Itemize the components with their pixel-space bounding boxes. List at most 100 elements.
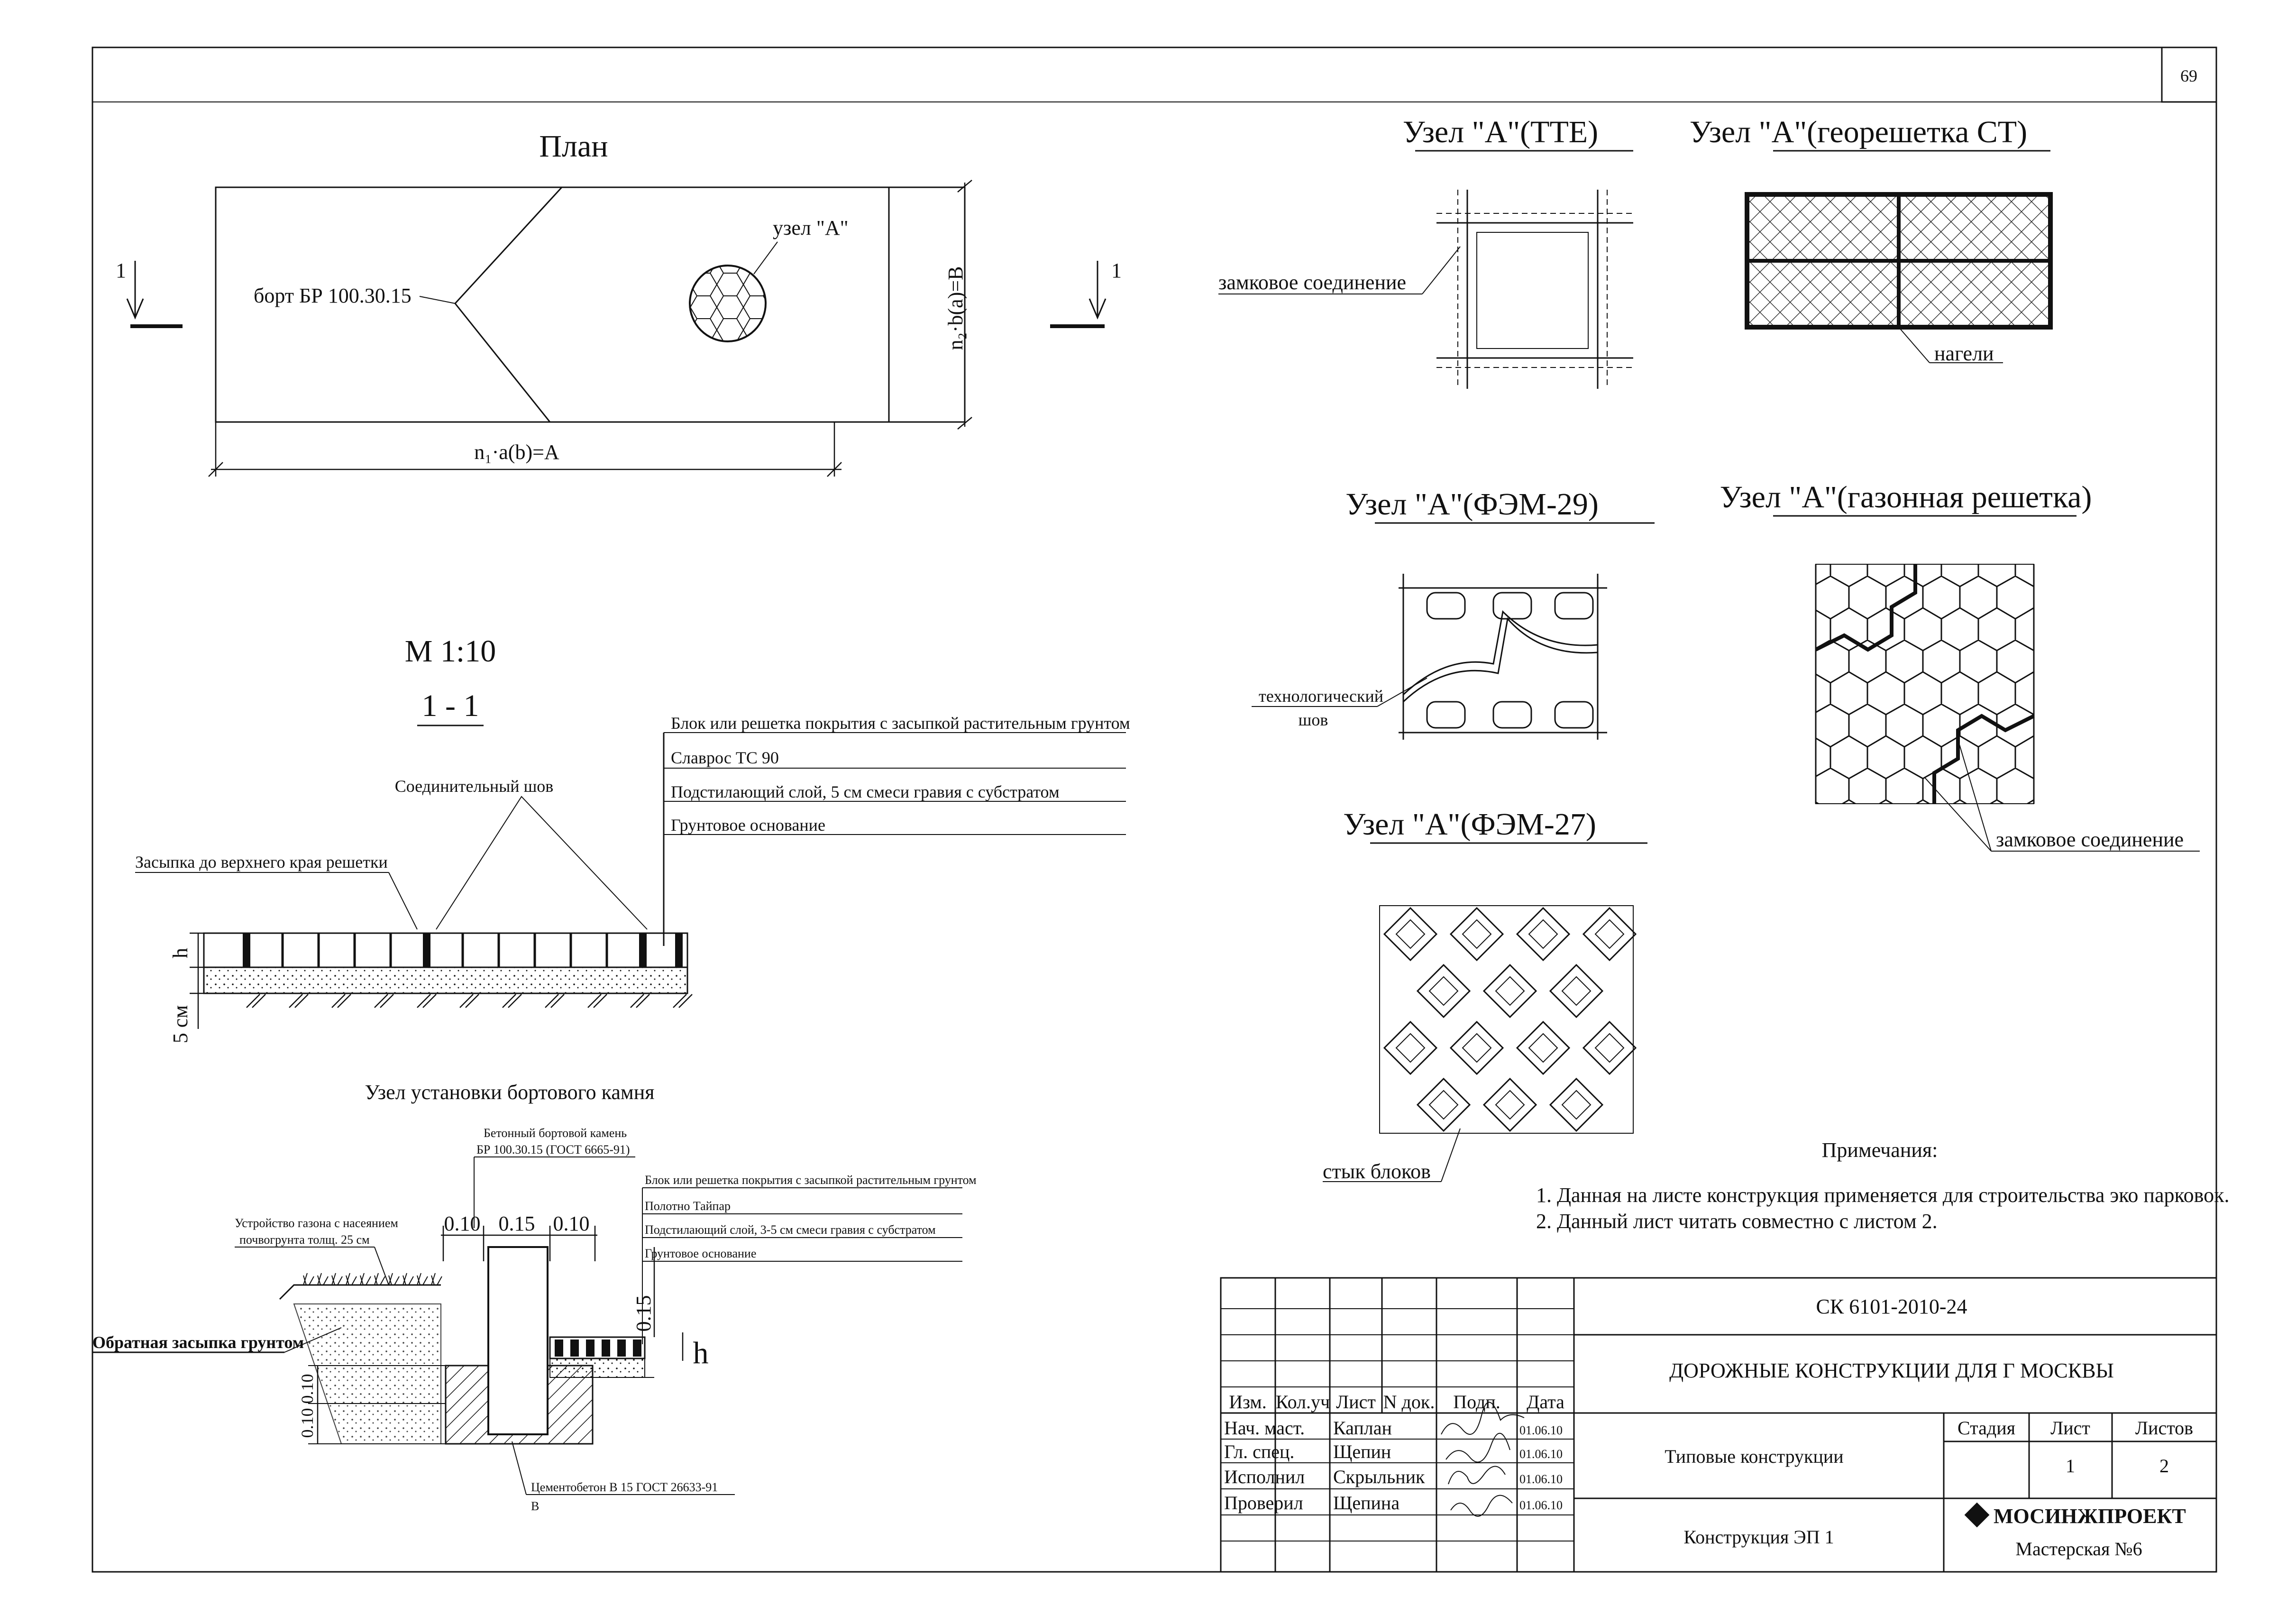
tb-name-3: Щепина bbox=[1333, 1492, 1400, 1514]
lawn-label-2: почвогрунта толщ. 25 см bbox=[239, 1233, 370, 1247]
section-mark-right: 1 bbox=[1050, 259, 1122, 328]
node-fem27: Узел "А"(ФЭМ-27) стык блоков bbox=[1323, 807, 1647, 1183]
tb-name-0: Каплан bbox=[1333, 1417, 1392, 1439]
node-fem29-label-2: шов bbox=[1299, 710, 1328, 729]
dim-010-a: 0.10 bbox=[444, 1212, 481, 1235]
stone-label-1: Бетонный бортовой камень bbox=[484, 1126, 627, 1140]
tb-sheets-header: Листов bbox=[2135, 1417, 2193, 1439]
note-2: 2. Данный лист читать совместно с листом… bbox=[1536, 1210, 1938, 1233]
section-scale: М 1:10 bbox=[405, 634, 496, 669]
node-gazon-label: замковое соединение bbox=[1996, 828, 2184, 851]
tb-sheets: 2 bbox=[2159, 1455, 2169, 1477]
layer-2: Славрос ТС 90 bbox=[671, 748, 779, 767]
fill-label: Засыпка до верхнего края решетки bbox=[135, 853, 388, 872]
dim-010-b: 0.10 bbox=[553, 1212, 590, 1235]
node-geo-label: нагели bbox=[1934, 342, 1994, 365]
dim-5cm: 5 см bbox=[169, 1005, 192, 1043]
tb-role-1: Гл. спец. bbox=[1224, 1441, 1294, 1462]
plan-view: План борт БР 100.30.15 узел "А" n₂·b(a)=… bbox=[116, 129, 1122, 477]
node-fem27-label: стык блоков bbox=[1323, 1160, 1431, 1183]
note-1: 1. Данная на листе конструкция применяет… bbox=[1536, 1184, 2229, 1207]
tb-header-1: Кол.уч bbox=[1276, 1391, 1330, 1413]
tb-date-3: 01.06.10 bbox=[1519, 1498, 1563, 1512]
svg-text:1: 1 bbox=[116, 259, 126, 282]
node-fem29-title: Узел "А"(ФЭМ-29) bbox=[1345, 487, 1599, 522]
concrete-label-1: Цементобетон В 15 ГОСТ 26633-91 bbox=[531, 1480, 718, 1494]
grass-marks bbox=[303, 1273, 442, 1285]
curb-node-title: Узел установки бортового камня bbox=[365, 1081, 655, 1104]
tb-section: Типовые конструкции bbox=[1665, 1446, 1843, 1467]
notes-title: Примечания: bbox=[1822, 1138, 1938, 1162]
concrete-label-2: B bbox=[531, 1499, 539, 1513]
ground-hatch bbox=[246, 994, 693, 1008]
curb-node: Узел установки бортового камня Бетонный … bbox=[92, 1081, 977, 1513]
tb-header-2: Лист bbox=[1336, 1391, 1376, 1413]
grid-cells bbox=[243, 933, 683, 967]
node-tte-title: Узел "А"(ТТЕ) bbox=[1403, 115, 1598, 149]
dim-horizontal: n₁·a(b)=A bbox=[474, 440, 559, 464]
node-fem27-title: Узел "А"(ФЭМ-27) bbox=[1343, 807, 1596, 842]
dim-v-left: 0.10 0.10 bbox=[298, 1374, 317, 1438]
page-number: 69 bbox=[2180, 66, 2197, 85]
signatures bbox=[1441, 1402, 1525, 1517]
tb-header-3: N док. bbox=[1383, 1391, 1435, 1413]
tb-date-1: 01.06.10 bbox=[1519, 1447, 1563, 1461]
layer-4: Грунтовое основание bbox=[671, 816, 825, 835]
tb-sheet: 1 bbox=[2066, 1455, 2075, 1477]
tb-stage-header: Стадия bbox=[1958, 1417, 2015, 1439]
tb-date-2: 01.06.10 bbox=[1519, 1472, 1563, 1486]
tb-role-2: Исполнил bbox=[1224, 1466, 1305, 1487]
svg-text:1: 1 bbox=[1111, 259, 1122, 282]
backfill-label: Обратная засыпка грунтом bbox=[92, 1333, 304, 1352]
node-fem29: Узел "А"(ФЭМ-29) технологический шов bbox=[1252, 487, 1655, 740]
tb-header-0: Изм. bbox=[1229, 1391, 1266, 1413]
tb-header-5: Дата bbox=[1527, 1391, 1564, 1413]
section-mark-left: 1 bbox=[116, 259, 183, 328]
notes: Примечания: 1. Данная на листе конструкц… bbox=[1536, 1138, 2229, 1233]
curb-layer-3: Подстилающий слой, 3-5 см смеси гравия с… bbox=[645, 1223, 936, 1237]
curb-layer-4: Грунтовое основание bbox=[645, 1247, 756, 1260]
stone-label-2: БР 100.30.15 (ГОСТ 6665-91) bbox=[476, 1143, 630, 1156]
dim-015: 0.15 bbox=[499, 1212, 535, 1235]
curb-layer-2: Полотно Тайпар bbox=[645, 1199, 731, 1213]
node-geo-title: Узел "А"(георешетка СТ) bbox=[1690, 115, 2027, 149]
tb-header-4: Подп. bbox=[1453, 1391, 1500, 1413]
plan-title: План bbox=[539, 129, 608, 164]
curb-grid-cells bbox=[555, 1340, 641, 1357]
node-tte-label: замковое соединение bbox=[1218, 271, 1406, 294]
sheet-frame: 69 bbox=[91, 46, 2217, 1573]
node-gazon: Узел "А"(газонная решетка) замковое соед… bbox=[1720, 480, 2200, 852]
section-1-1: М 1:10 1 - 1 Блок или решетка покрытия с… bbox=[135, 634, 1130, 1043]
node-georeshetka: Узел "А"(георешетка СТ) нагели bbox=[1690, 115, 2053, 365]
section-title: 1 - 1 bbox=[422, 688, 479, 723]
dim-015-v: 0.15 bbox=[632, 1295, 655, 1332]
tb-project: ДОРОЖНЫЕ КОНСТРУКЦИИ ДЛЯ Г МОСКВЫ bbox=[1669, 1359, 2114, 1382]
dim-vertical: n₂·b(a)=B bbox=[944, 266, 967, 350]
tb-role-0: Нач. маст. bbox=[1224, 1417, 1305, 1439]
layer-3: Подстилающий слой, 5 см смеси гравия с с… bbox=[671, 782, 1060, 801]
tb-sheet-header: Лист bbox=[2050, 1417, 2090, 1439]
tb-role-3: Проверил bbox=[1224, 1492, 1303, 1514]
tb-workshop: Мастерская №6 bbox=[2015, 1538, 2142, 1560]
curb-label: борт БР 100.30.15 bbox=[254, 284, 412, 307]
dim-h-curb: h bbox=[693, 1336, 709, 1370]
node-fem29-label-1: технологический bbox=[1259, 687, 1383, 706]
node-a-label: узел "А" bbox=[773, 216, 849, 239]
node-gazon-title: Узел "А"(газонная решетка) bbox=[1720, 480, 2092, 514]
tb-date-0: 01.06.10 bbox=[1519, 1423, 1563, 1437]
tb-name-1: Щепин bbox=[1333, 1441, 1391, 1462]
org-logo: МОСИНЖПРОЕКТ bbox=[1964, 1502, 2186, 1528]
lawn-label-1: Устройство газона с насеянием bbox=[235, 1216, 398, 1230]
tb-drawing: Конструкция ЭП 1 bbox=[1683, 1526, 1834, 1548]
title-block: Изм. Кол.уч Лист N док. Подп. Дата Нач. … bbox=[1220, 1277, 2217, 1573]
dim-h: h bbox=[169, 948, 192, 958]
tb-org: МОСИНЖПРОЕКТ bbox=[1994, 1505, 2186, 1528]
tb-name-2: Скрыльник bbox=[1333, 1466, 1425, 1487]
joint-label: Соединительный шов bbox=[395, 777, 554, 796]
node-tte: Узел "А"(ТТЕ) замковое соединение bbox=[1218, 115, 1633, 389]
node-a-marker bbox=[689, 265, 767, 342]
curb-layer-1: Блок или решетка покрытия с засыпкой рас… bbox=[645, 1173, 977, 1187]
layer-1: Блок или решетка покрытия с засыпкой рас… bbox=[671, 714, 1130, 733]
tb-code: СК 6101-2010-24 bbox=[1816, 1295, 1967, 1318]
